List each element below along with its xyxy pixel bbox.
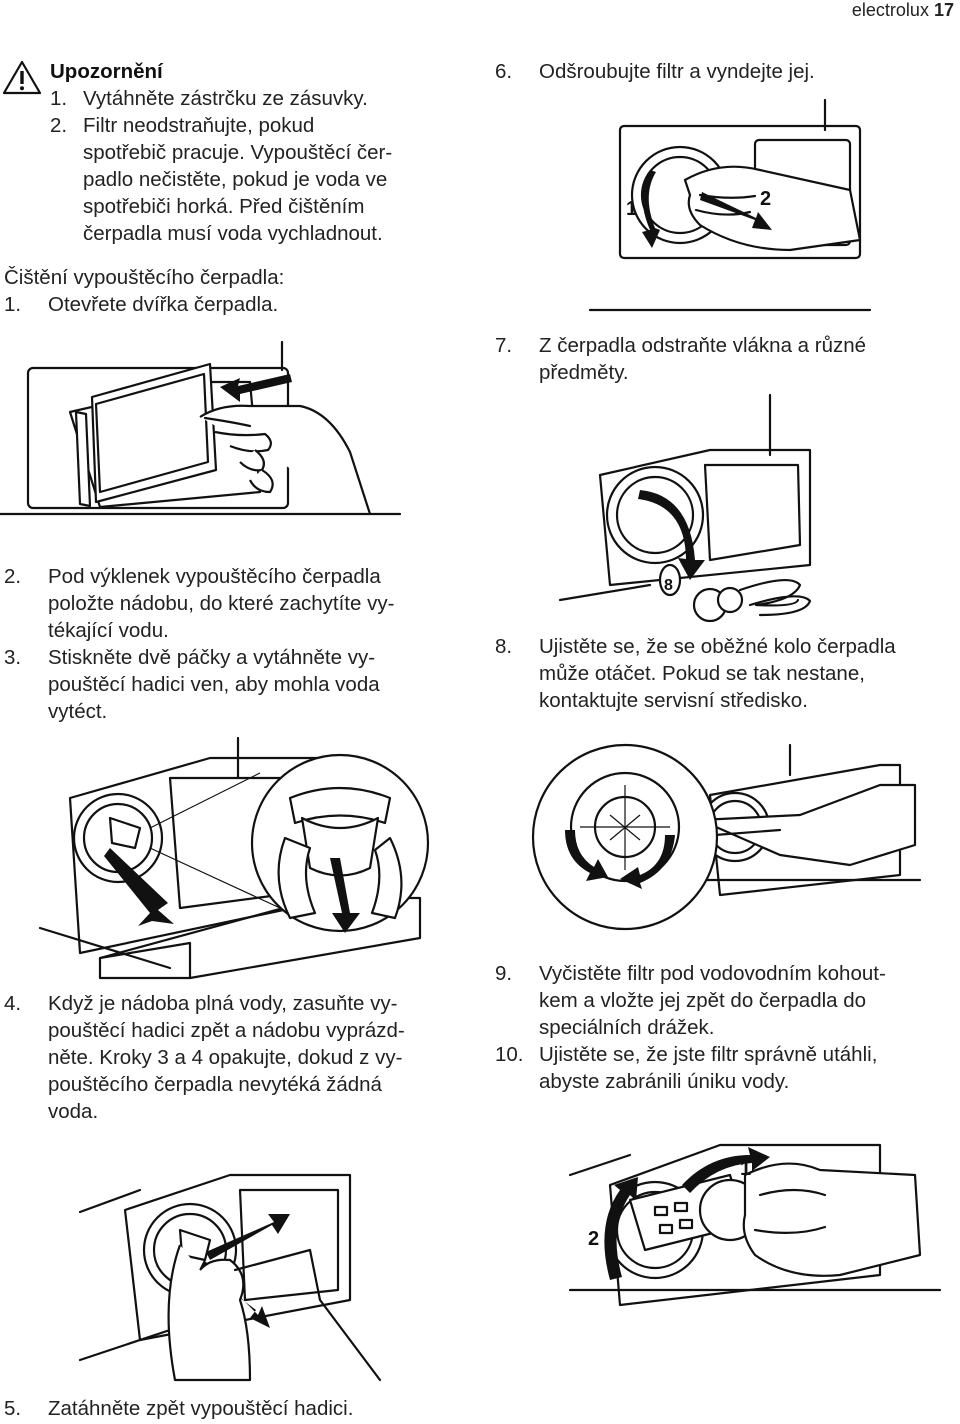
step-9: 9.Vyčistěte filtr pod vodovodním kohout-… [495,962,886,1039]
step-5: 5.Zatáhněte zpět vypouštěcí hadici. [4,1397,354,1420]
step-label-1: 1 [626,198,637,220]
drain-hose-illustration [40,738,460,983]
intro-heading: Čištění vypouštěcího čerpadla: [4,266,285,289]
remove-objects-illustration: 8 [560,395,850,630]
step-3: 3.Stiskněte dvě páčky a vytáhněte vy- po… [4,646,380,723]
page-number: 17 [933,0,954,20]
warning-item-text: Filtr neodstraňujte, pokud [83,114,315,137]
step-label-1: 1 [740,1158,751,1180]
retract-hose-illustration [80,1150,420,1380]
warning-item-number: 1. [50,87,68,110]
warning-item-text: spotřebiči horká. Před čištěním [83,195,365,218]
step-10: 10.Ujistěte se, že jste filtr správně ut… [495,1043,878,1093]
step-1: 1.Otevřete dvířka čerpadla. [4,293,279,316]
step-2: 2.Pod výklenek vypouštěcího čerpadla pol… [4,565,395,642]
step-label-2: 2 [760,188,771,210]
step-label-2: 2 [588,1228,599,1250]
warning-title: Upozornění [50,60,163,83]
step-7: 7.Z čerpadla odstraňte vlákna a různé př… [495,334,867,384]
unscrew-filter-illustration: 1 2 [590,100,870,315]
warning-item-text: čerpadla musí voda vychladnout. [83,222,383,245]
impeller-check-illustration [520,745,920,940]
brand-name: electrolux [851,0,929,20]
step-4: 4.Když je nádoba plná vody, zasuňte vy- … [4,992,405,1123]
open-door-illustration [0,342,400,542]
refit-filter-illustration: 2 1 [570,1115,940,1330]
step-6: 6.Odšroubujte filtr a vyndejte jej. [495,60,815,83]
warning-item-text: padlo nečistěte, pokud je voda ve [83,168,388,191]
warning-block: Upozornění 1. Vytáhněte zástrčku ze zásuv… [50,58,392,247]
step-8: 8.Ujistěte se, že se oběžné kolo čerpadl… [495,635,896,712]
warning-item-text: spotřebič pracuje. Vypouštěcí čer- [83,141,393,164]
warning-item-number: 2. [50,114,68,137]
warning-icon [2,60,42,96]
warning-item-text: Vytáhněte zástrčku ze zásuvky. [83,87,368,110]
page-header: electrolux 17 [852,0,954,21]
svg-text:8: 8 [664,577,673,594]
